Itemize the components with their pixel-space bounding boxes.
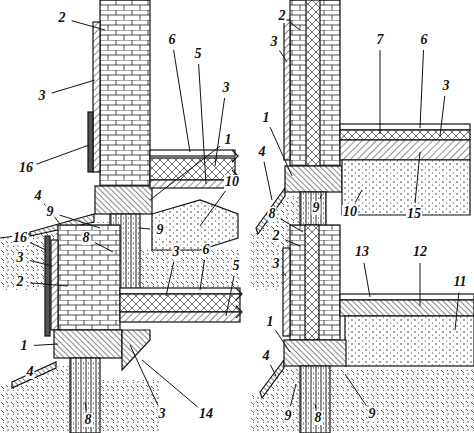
leader-line <box>276 330 290 352</box>
leader-line <box>282 272 286 276</box>
leader-line <box>36 145 89 164</box>
callout-number: 16 <box>18 161 34 175</box>
callout-number: 8 <box>268 207 277 221</box>
callout-number: 6 <box>168 33 177 47</box>
callout-number: 2 <box>58 11 67 25</box>
callout-number: 2 <box>278 9 287 23</box>
callout-number: 9 <box>46 205 55 219</box>
leader-line <box>420 50 424 128</box>
callout-number: 2 <box>272 229 281 243</box>
leader-line <box>290 22 300 30</box>
callout-number: 12 <box>412 245 428 259</box>
leader-line <box>199 64 206 184</box>
leader-line <box>455 293 459 330</box>
leader-line <box>85 402 86 410</box>
callout-number: 8 <box>84 413 93 427</box>
leader-line <box>270 127 292 176</box>
callout-number: 1 <box>262 111 271 125</box>
leader-line <box>72 21 105 30</box>
callout-number: 1 <box>224 133 233 147</box>
leader-line <box>355 190 362 202</box>
callout-number: 5 <box>194 47 203 61</box>
leader-line <box>139 228 150 229</box>
leader-line <box>415 152 420 203</box>
callout-number: 2 <box>16 275 25 289</box>
callout-number: 3 <box>16 251 25 265</box>
leader-line <box>60 215 100 228</box>
callout-number: 9 <box>368 407 377 421</box>
leader-line <box>130 345 158 405</box>
callout-number: 6 <box>420 33 429 47</box>
callout-number: 7 <box>376 33 385 47</box>
callout-number: 10 <box>342 205 358 219</box>
leader-line <box>285 240 300 246</box>
leader-line <box>30 283 68 286</box>
leader-line <box>174 50 190 152</box>
leader-line <box>420 263 421 306</box>
callout-number: 4 <box>262 349 271 363</box>
callout-number: 16 <box>12 231 28 245</box>
leader-line <box>270 365 276 376</box>
leader-line <box>320 194 322 199</box>
leader-line <box>200 260 205 290</box>
leader-line <box>345 374 366 406</box>
callout-number: 15 <box>406 207 422 221</box>
leader-line <box>364 263 370 297</box>
callout-number: 4 <box>34 189 43 203</box>
leader-line <box>200 191 226 226</box>
leader-line <box>95 243 113 252</box>
callout-number: 4 <box>26 365 35 379</box>
callout-number: 1 <box>266 315 275 329</box>
leader-line <box>281 219 303 232</box>
leader-line <box>226 276 234 316</box>
callout-number: 3 <box>272 257 281 271</box>
leader-line <box>142 360 198 407</box>
callout-number: 10 <box>224 175 240 189</box>
callout-number: 3 <box>38 89 47 103</box>
callout-number: 11 <box>452 275 467 289</box>
leader-line <box>44 204 60 224</box>
leader-line <box>166 262 174 296</box>
callout-number: 13 <box>354 245 370 259</box>
leader-line <box>215 98 225 166</box>
leader-line <box>34 344 58 345</box>
leader-line <box>440 96 445 136</box>
callout-number: 3 <box>222 81 231 95</box>
leader-line <box>290 384 296 406</box>
leader-line <box>30 243 46 250</box>
callout-number: 8 <box>314 411 323 425</box>
leader-line <box>315 404 317 408</box>
callout-number: 9 <box>284 409 293 423</box>
leader-line <box>30 260 52 266</box>
leader-line <box>279 50 287 62</box>
callout-number: 14 <box>198 407 214 421</box>
callout-number: 1 <box>20 339 29 353</box>
callout-number: 3 <box>172 245 181 259</box>
leader-line <box>380 50 381 134</box>
callout-number: 6 <box>202 243 211 257</box>
callout-number: 5 <box>232 259 241 273</box>
leader-line <box>150 146 220 200</box>
callout-number: 8 <box>82 231 91 245</box>
callout-number: 9 <box>156 223 165 237</box>
leader-line <box>264 162 272 200</box>
callout-number: 3 <box>270 35 279 49</box>
callout-number: 3 <box>442 79 451 93</box>
callout-number: 4 <box>258 145 267 159</box>
callout-number: 3 <box>158 407 167 421</box>
leader-line <box>52 80 95 93</box>
callout-number: 9 <box>312 201 321 215</box>
